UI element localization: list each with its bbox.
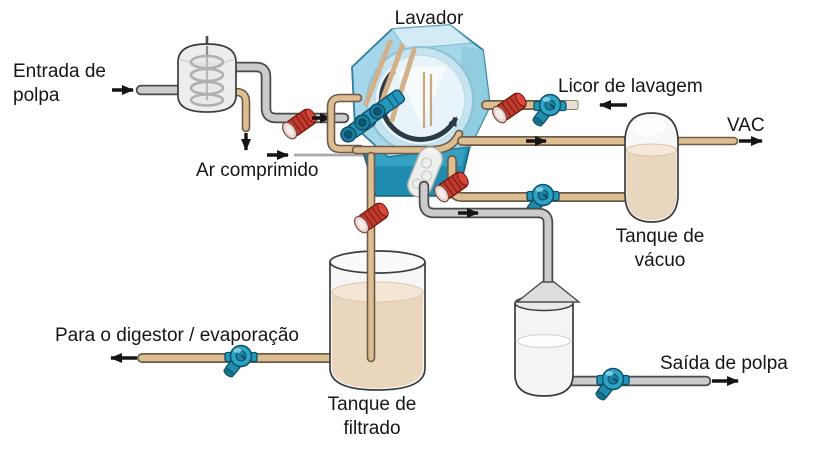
washer-drain-pipe <box>350 151 393 363</box>
label-tanque-vacuo-2: vácuo <box>635 250 686 271</box>
pump-icon <box>530 93 567 129</box>
screw-agitator-icon <box>189 54 225 107</box>
washer <box>326 24 491 198</box>
label-tanque-filtrado-2: filtrado <box>343 418 400 439</box>
seal-tank <box>514 303 574 397</box>
vacuum-tank-group <box>624 112 763 223</box>
vacuum-tank-liquid <box>626 150 677 220</box>
spray-fan <box>398 65 446 126</box>
funnel <box>515 281 581 303</box>
lower-filtrate-pipe <box>430 155 647 219</box>
pump-icon <box>221 344 258 380</box>
washer-left-pipe <box>326 93 365 154</box>
filtrate-tank-group <box>110 250 426 391</box>
label-lavador: Lavador <box>395 8 464 29</box>
label-ar-comprimido: Ar comprimido <box>196 160 318 181</box>
label-vac: VAC <box>727 115 765 136</box>
seal-tank-group <box>514 281 739 403</box>
feed-tank <box>177 36 237 113</box>
label-para-digestor: Para o digestor / evaporação <box>55 325 299 346</box>
spray-pipes <box>422 72 433 128</box>
filtrate-tank-liquid <box>332 292 423 388</box>
label-licor: Licor de lavagem <box>558 76 703 97</box>
froth-sightglass <box>407 146 443 198</box>
red-valve-icon <box>488 89 531 127</box>
label-tanque-vacuo-1: Tanque de <box>616 226 705 247</box>
filtrate-tank-rim <box>329 250 426 274</box>
rotation-arrow-icon <box>378 69 459 142</box>
feed-to-washer-pipe <box>212 61 350 124</box>
label-entrada-2: polpa <box>13 85 60 106</box>
label-tanque-filtrado-1: Tanque de <box>328 394 417 415</box>
pump-icon <box>593 367 630 403</box>
seal-tank-liquid-surface <box>516 333 572 349</box>
label-saida: Saída de polpa <box>660 353 788 374</box>
label-entrada-1: Entrada de <box>13 61 106 82</box>
wash-liquor-pipe <box>481 89 627 129</box>
drop-leg-pipe <box>418 180 554 296</box>
red-valve-icon <box>278 105 321 143</box>
